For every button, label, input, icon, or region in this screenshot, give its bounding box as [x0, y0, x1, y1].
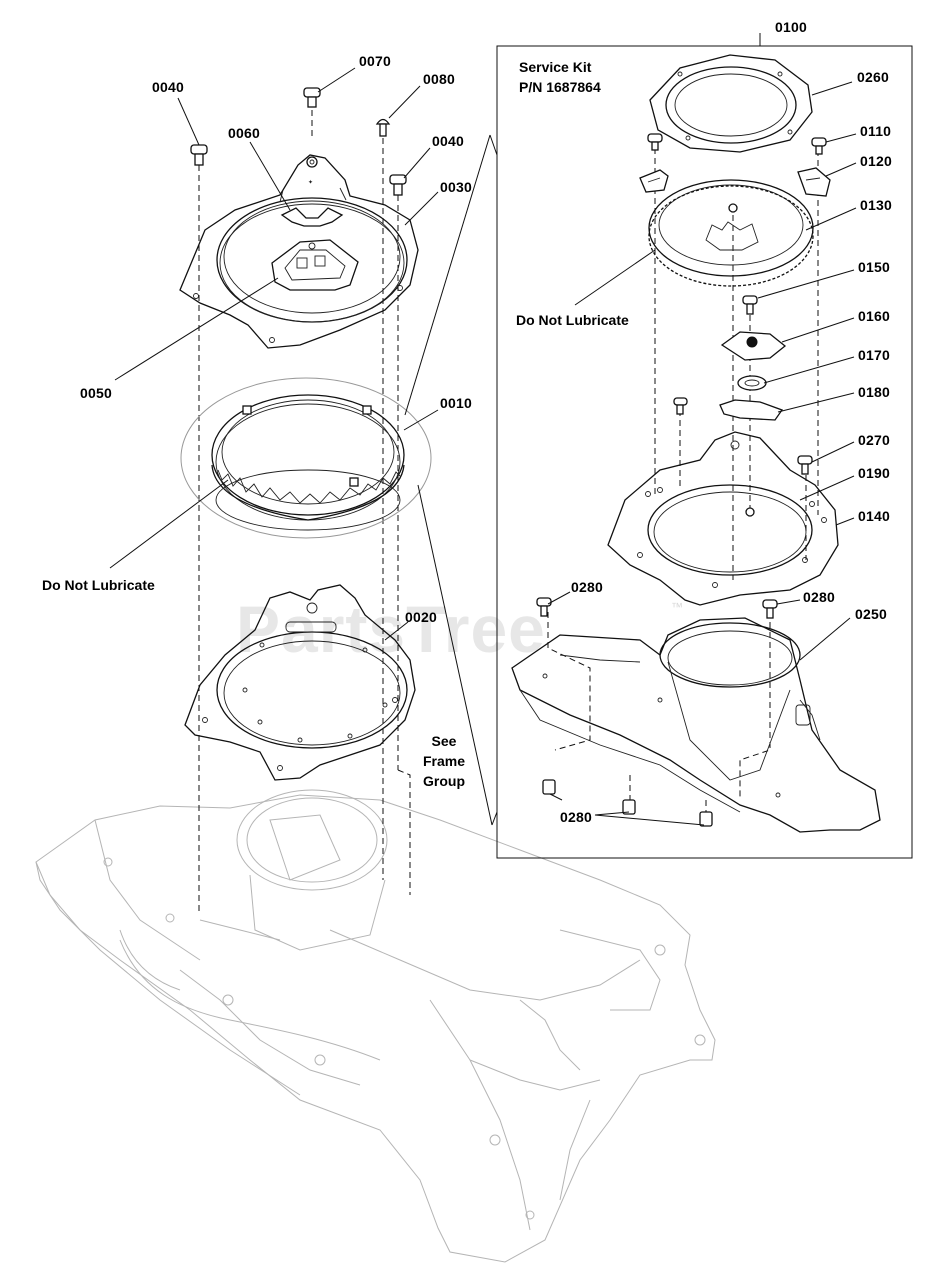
alignment-lines-right: [547, 148, 819, 812]
callout-0080: 0080: [423, 71, 455, 87]
frame-housing-ghost: [35, 789, 716, 1263]
part-0160-hub: [720, 331, 787, 361]
screw-0040-left: [190, 144, 208, 166]
callout-0110: 0110: [860, 123, 892, 139]
screw-0280-lower: [542, 779, 713, 827]
callout-0140: 0140: [858, 508, 890, 524]
leader-lines-right: [547, 81, 857, 826]
callout-0260: 0260: [857, 69, 889, 85]
screw-0280-upper-right: [762, 599, 778, 619]
part-0060-bracket: [280, 207, 344, 227]
part-0130-ring-gear: [648, 179, 814, 287]
part-0020-mounting-plate: [184, 584, 416, 781]
part-0120-clips: [639, 167, 831, 197]
callout-0170: 0170: [858, 347, 890, 363]
callout-0190: 0190: [858, 465, 890, 481]
note-see: See: [431, 733, 457, 749]
screw-0280-upper-left: [536, 597, 552, 617]
callout-0050: 0050: [80, 385, 112, 401]
callout-0130: 0130: [860, 197, 892, 213]
callout-0270: 0270: [858, 432, 890, 448]
service-kit-title: Service Kit: [519, 59, 592, 75]
part-0170-washer: [737, 375, 767, 391]
part-0180-bracket: [719, 399, 784, 421]
rivet-0080: [375, 118, 391, 137]
part-0050-drive-block: [271, 239, 359, 291]
callout-0160: 0160: [858, 308, 890, 324]
screw-0150: [742, 295, 758, 315]
leader-lines-left: [109, 67, 498, 826]
screw-0110: [647, 133, 827, 155]
screw-0040-right: [389, 174, 407, 196]
callout-0010: 0010: [440, 395, 472, 411]
service-kit-box: [496, 45, 913, 859]
callout-0280-upper-left: 0280: [571, 579, 603, 595]
note-see-frame-group: See Frame Group: [418, 731, 470, 791]
callout-0040-right: 0040: [432, 133, 464, 149]
part-0010-ring-gear: [180, 377, 432, 539]
svg-text:✦: ✦: [308, 179, 313, 186]
callout-0040-left: 0040: [152, 79, 184, 95]
callout-0280-lower: 0280: [560, 809, 592, 825]
screw-0270: [797, 455, 813, 475]
callout-0030: 0030: [440, 179, 472, 195]
callout-0250: 0250: [855, 606, 887, 622]
callout-0280-upper-right: 0280: [803, 589, 835, 605]
callout-0150: 0150: [858, 259, 890, 275]
screw-0070: [303, 87, 321, 108]
callout-0070: 0070: [359, 53, 391, 69]
callout-0180: 0180: [858, 384, 890, 400]
watermark: PartsTree: [236, 592, 546, 666]
screw-0180-side: [673, 397, 688, 415]
part-0140-plate: [607, 431, 839, 606]
note-frame: Frame: [422, 753, 466, 769]
part-0250-chute-housing: [511, 617, 881, 833]
callout-0100: 0100: [775, 19, 807, 35]
note-do-not-lubricate-right: Do Not Lubricate: [516, 312, 629, 328]
watermark-trademark: ™: [671, 600, 683, 614]
part-0260-top-ring: [649, 54, 813, 153]
note-do-not-lubricate-left: Do Not Lubricate: [42, 577, 155, 593]
note-group: Group: [423, 773, 465, 789]
callout-0120: 0120: [860, 153, 892, 169]
alignment-lines-left: [198, 100, 411, 915]
callout-0060: 0060: [228, 125, 260, 141]
service-kit-part-number: P/N 1687864: [519, 79, 601, 95]
callout-0020: 0020: [405, 609, 437, 625]
part-0190-pin: [745, 507, 755, 517]
